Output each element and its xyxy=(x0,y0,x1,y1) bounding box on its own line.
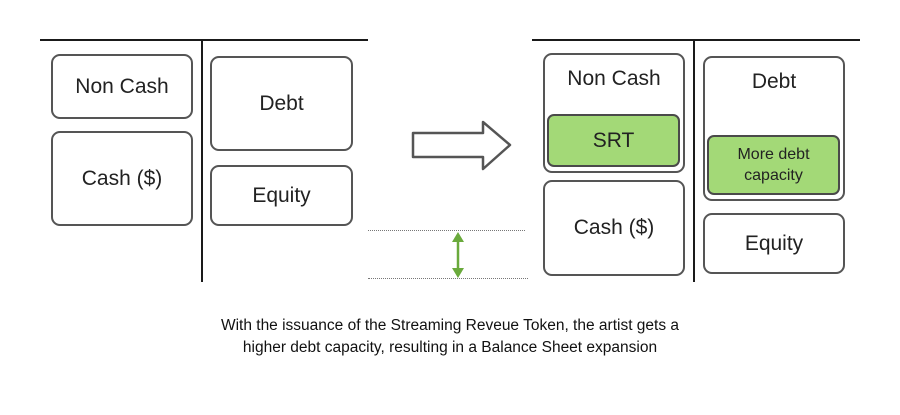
caption-line-1: With the issuance of the Streaming Reveu… xyxy=(220,317,680,334)
right-arrow-icon xyxy=(411,120,512,171)
caption: With the issuance of the Streaming Reveu… xyxy=(150,315,750,359)
expansion-top-guide xyxy=(368,230,525,231)
after-cash-box: Cash ($) xyxy=(543,180,685,276)
before-debt-box: Debt xyxy=(210,56,353,151)
srt-box: SRT xyxy=(547,114,680,167)
caption-line-2: higher debt capacity, resulting in a Bal… xyxy=(242,339,658,356)
before-cash-box: Cash ($) xyxy=(51,131,193,226)
after-top-rule xyxy=(532,39,860,41)
after-debt-label: Debt xyxy=(751,70,797,93)
before-equity-label: Equity xyxy=(252,183,311,207)
double-vertical-arrow-icon xyxy=(452,232,464,278)
after-cash-label: Cash ($) xyxy=(573,216,655,239)
before-non-cash-label: Non Cash xyxy=(75,74,169,98)
before-equity-box: Equity xyxy=(210,165,353,226)
before-cash-label: Cash ($) xyxy=(81,166,163,190)
expansion-bottom-guide xyxy=(368,278,528,279)
more-debt-capacity-box: More debt capacity xyxy=(707,135,840,195)
after-center-divider xyxy=(693,39,695,282)
srt-label: SRT xyxy=(592,128,635,152)
before-non-cash-box: Non Cash xyxy=(51,54,193,119)
before-top-rule xyxy=(40,39,368,41)
before-center-divider xyxy=(201,39,203,282)
after-equity-box: Equity xyxy=(703,213,845,274)
more-debt-capacity-label: More debt capacity xyxy=(737,146,810,184)
after-equity-label: Equity xyxy=(744,231,804,255)
after-non-cash-label: Non Cash xyxy=(567,67,661,90)
before-debt-label: Debt xyxy=(259,91,304,115)
